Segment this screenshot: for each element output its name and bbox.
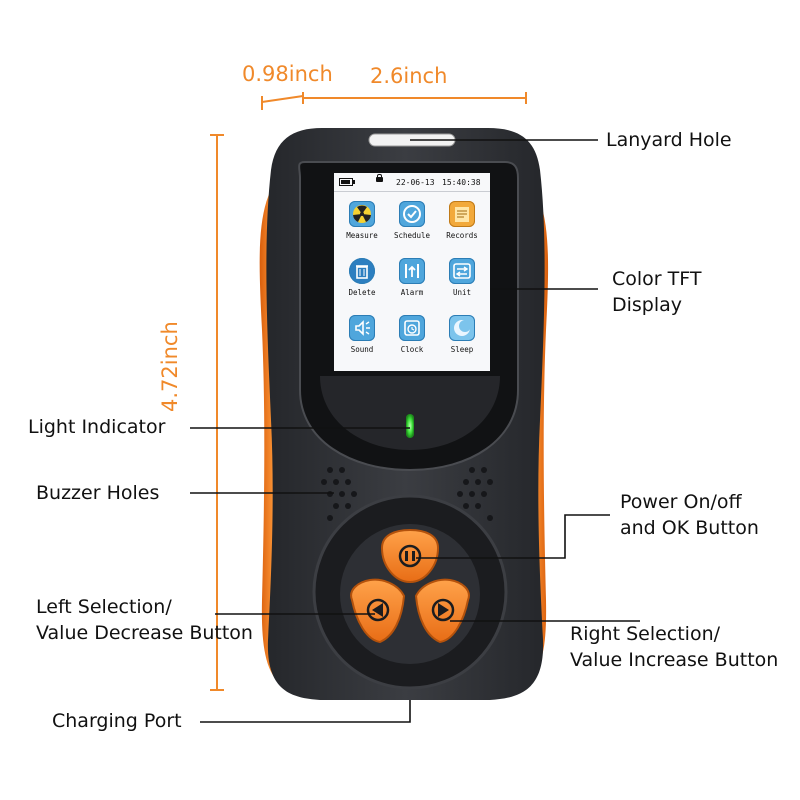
height-dimension: 4.72inch	[158, 321, 182, 412]
callout-left-button: Left Selection/ Value Decrease Button	[36, 596, 253, 644]
status-date: 22-06-13	[396, 178, 435, 187]
width-dimension: 2.6inch	[370, 64, 448, 88]
right-arrow-icon	[438, 603, 449, 617]
app-label: Clock	[400, 345, 424, 354]
radiation-icon	[349, 201, 375, 227]
callout-right-button: Right Selection/ Value Increase Button	[570, 623, 779, 671]
moon-icon	[449, 315, 475, 341]
app-label: Alarm	[400, 288, 424, 297]
glass-reflection	[320, 376, 500, 450]
app-clock[interactable]: Clock	[386, 307, 438, 364]
left-selection-button[interactable]	[350, 578, 406, 644]
lock-icon	[376, 174, 383, 182]
callout-lanyard-hole: Lanyard Hole	[606, 129, 732, 151]
app-label: Unit	[452, 288, 472, 297]
callout-charging-port: Charging Port	[52, 710, 182, 732]
app-alarm[interactable]: Alarm	[386, 250, 438, 307]
callout-lines	[190, 139, 640, 723]
app-label: Sound	[350, 345, 374, 354]
app-label: Sleep	[450, 345, 474, 354]
callout-color-tft-display: Color TFT Display	[612, 268, 702, 316]
depth-dimension: 0.98inch	[242, 62, 333, 86]
app-label: Schedule	[393, 231, 431, 240]
threshold-icon	[399, 258, 425, 284]
callout-power-button: Power On/off and OK Button	[620, 491, 759, 539]
left-arrow-icon	[372, 603, 383, 617]
light-indicator	[406, 414, 414, 438]
app-label: Delete	[348, 288, 376, 297]
swap-arrows-icon	[449, 258, 475, 284]
app-sound[interactable]: Sound	[336, 307, 388, 364]
app-sleep[interactable]: Sleep	[436, 307, 488, 364]
app-delete[interactable]: Delete	[336, 250, 388, 307]
power-ok-button[interactable]	[380, 528, 440, 584]
callout-light-indicator: Light Indicator	[28, 416, 166, 438]
status-bar: 22-06-13 15:40:38	[334, 173, 490, 192]
app-records[interactable]: Records	[436, 193, 488, 250]
buzzer-holes-left	[321, 467, 357, 521]
speaker-icon	[349, 315, 375, 341]
tft-display: 22-06-13 15:40:38 Measure Schedule Recor…	[334, 173, 490, 371]
trash-icon	[349, 258, 375, 284]
power-icon	[398, 544, 422, 568]
dimension-lines	[210, 92, 527, 691]
app-unit[interactable]: Unit	[436, 250, 488, 307]
battery-icon	[339, 178, 355, 186]
notepad-icon	[449, 201, 475, 227]
right-selection-button[interactable]	[414, 578, 470, 644]
status-time: 15:40:38	[442, 178, 481, 187]
app-schedule[interactable]: Schedule	[386, 193, 438, 250]
app-label: Records	[446, 231, 478, 240]
buzzer-holes-right	[457, 467, 493, 521]
check-clock-icon	[399, 201, 425, 227]
callout-buzzer-holes: Buzzer Holes	[36, 482, 160, 504]
app-label: Measure	[346, 231, 378, 240]
app-measure[interactable]: Measure	[336, 193, 388, 250]
clock-icon	[399, 315, 425, 341]
